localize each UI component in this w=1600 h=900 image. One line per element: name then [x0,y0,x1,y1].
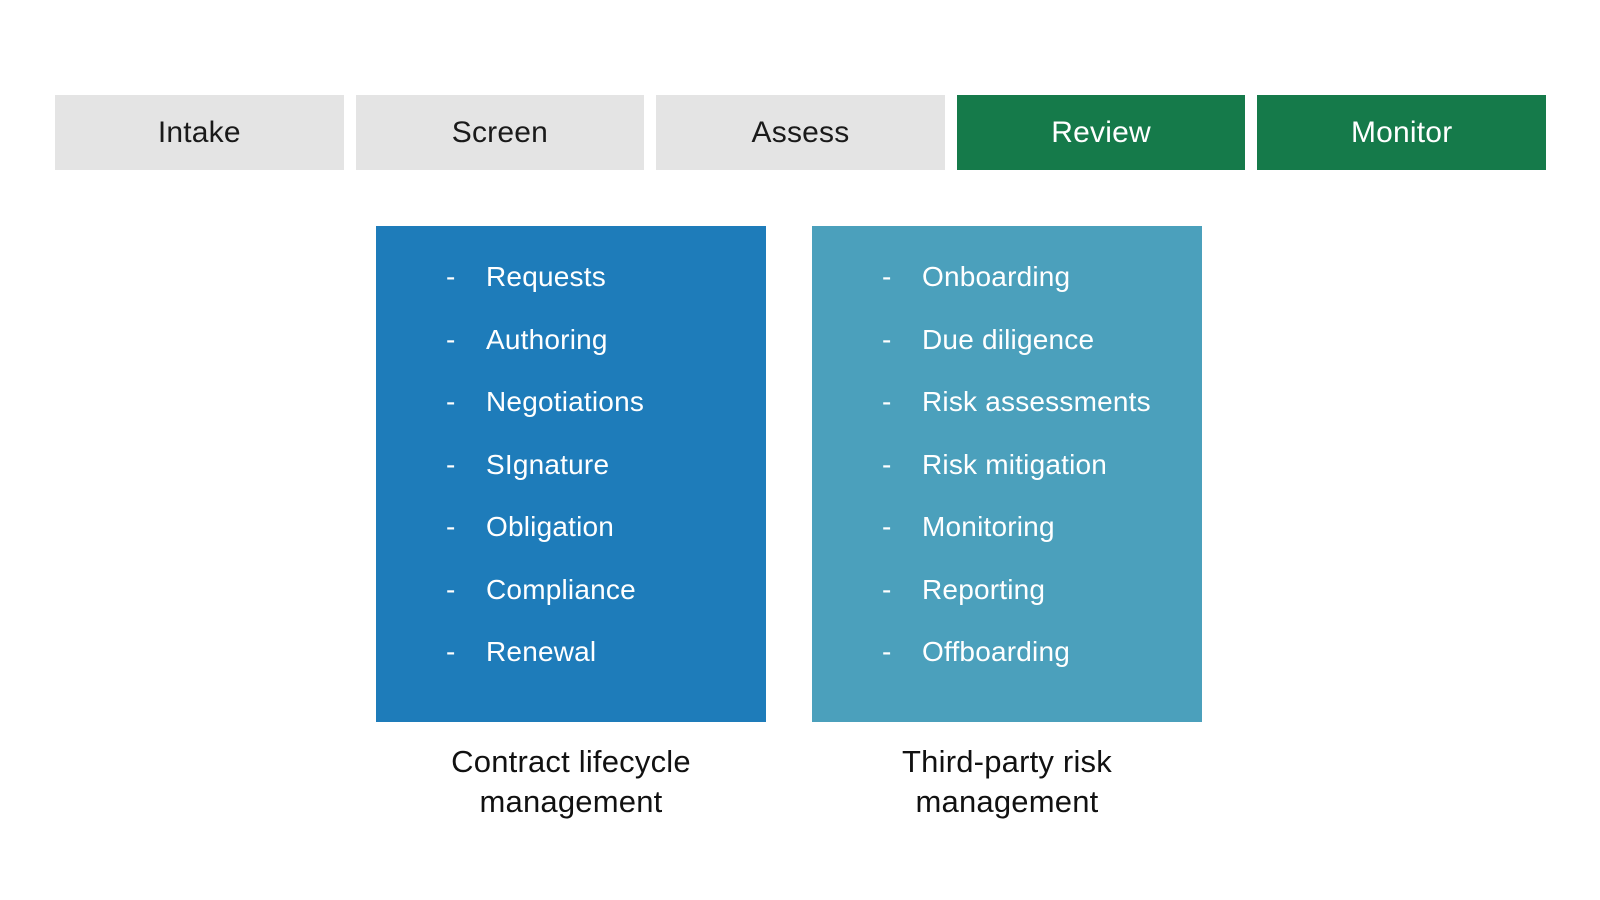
caption-third-party-risk-management: Third-party risk management [902,744,1112,819]
list-item-label: Onboarding [922,261,1071,292]
caption-contract-lifecycle-management: Contract lifecycle management [451,744,691,819]
list-item: - SIgnature [446,434,756,497]
dash-bullet: - [446,511,456,542]
list-item-label: Risk mitigation [922,448,1108,480]
list-item-label: Monitoring [922,511,1055,542]
list-item: - Negotiations [446,371,756,434]
stage-monitor-label: Monitor [1350,115,1453,149]
list-item-label: Obligation [486,511,615,542]
list-item: - Onboarding [882,246,1192,309]
list-item-label: Renewal [486,636,597,667]
dash-bullet: - [882,573,892,605]
list-item: - Obligation [446,496,756,559]
stage-assess: Assess [656,95,945,170]
list-item-label: Compliance [486,573,636,605]
list-item-label: Negotiations [486,386,645,417]
stage-intake: Intake [55,95,344,170]
list-item: - Risk assessments [882,371,1192,434]
list-item: - Authoring [446,309,756,372]
dash-bullet: - [446,323,456,355]
list-item: - Offboarding [882,621,1192,684]
list-item-label: Authoring [486,323,608,355]
list-item: - Renewal [446,621,756,684]
panel-third-party-risk-management: - Onboarding - Due diligence - Risk asse… [812,226,1202,722]
panel-contract-lifecycle-management: - Requests - Authoring - Negotiations - … [376,226,766,722]
list-item: - Reporting [882,559,1192,622]
list-item-label: Offboarding [922,636,1071,667]
list-item-label: Risk assessments [922,386,1151,417]
dash-bullet: - [882,636,892,667]
stage-screen: Screen [355,95,645,170]
dash-bullet: - [882,511,892,542]
dash-bullet: - [882,323,892,355]
list-item: - Risk mitigation [882,434,1192,497]
tprm-item-list: - Onboarding - Due diligence - Risk asse… [812,226,1202,722]
list-item: - Compliance [446,559,756,622]
stage-review-label: Review [1051,115,1151,149]
dash-bullet: - [882,448,892,480]
dash-bullet: - [882,386,892,417]
list-item-label: SIgnature [486,448,610,480]
stage-intake-label: Intake [157,115,241,149]
list-item: - Requests [446,246,756,309]
stage-review: Review [956,95,1246,170]
dash-bullet: - [446,448,456,480]
dash-bullet: - [446,386,456,417]
process-stage-row: Intake Screen Assess Review Monitor [55,95,1546,170]
list-item-label: Due diligence [922,323,1095,355]
stage-monitor: Monitor [1257,95,1546,170]
list-item-label: Reporting [922,573,1046,605]
dash-bullet: - [446,573,456,605]
stage-screen-label: Screen [451,115,549,149]
dash-bullet: - [446,261,456,292]
list-item: - Due diligence [882,309,1192,372]
list-item-label: Requests [486,261,606,292]
dash-bullet: - [882,261,892,292]
stage-assess-label: Assess [751,115,850,149]
clm-item-list: - Requests - Authoring - Negotiations - … [376,226,766,722]
list-item: - Monitoring [882,496,1192,559]
dash-bullet: - [446,636,456,667]
